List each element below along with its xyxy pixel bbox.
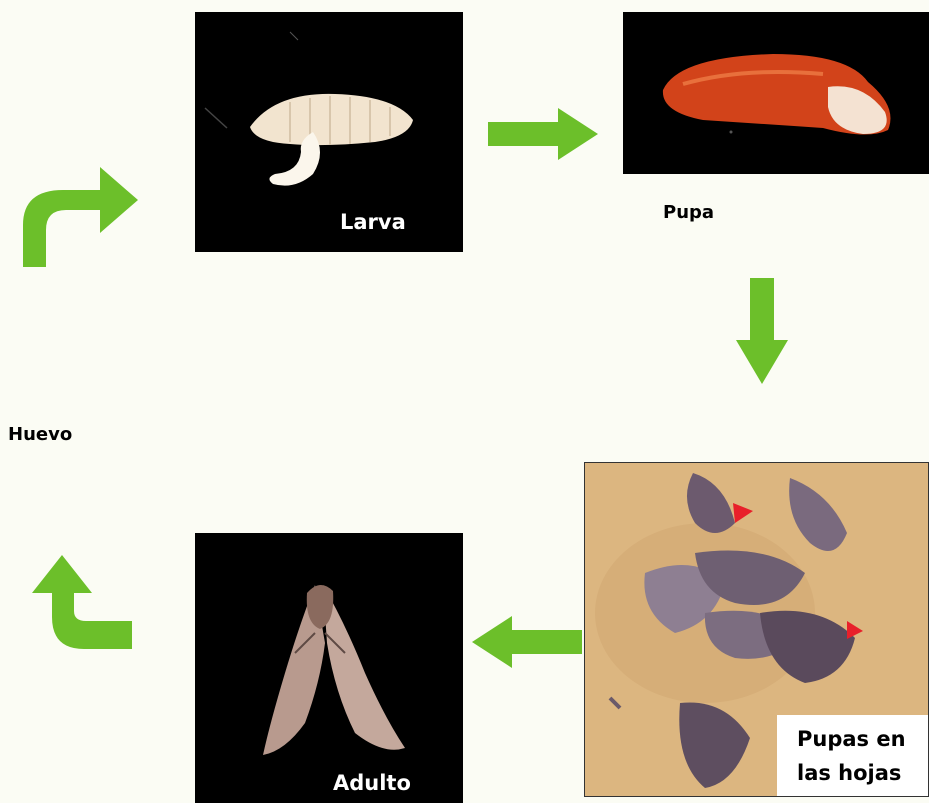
arrow-left-icon — [470, 616, 582, 668]
pupas-en-hojas-photo: Pupas en las hojas — [584, 462, 929, 797]
arrow-right-icon — [488, 108, 600, 160]
larva-label: Larva — [340, 210, 406, 234]
curved-arrow-up-left-icon — [24, 553, 136, 653]
adulto-label: Adulto — [333, 771, 411, 795]
arrow-down-icon — [736, 278, 788, 386]
pupas-en-hojas-label-line2: las hojas — [797, 761, 901, 785]
pupas-en-hojas-label-line1: Pupas en — [797, 727, 906, 751]
larva-photo: Larva — [195, 12, 463, 252]
huevo-label: Huevo — [8, 424, 72, 445]
pupa-label: Pupa — [663, 202, 714, 223]
curved-arrow-up-right-icon — [18, 155, 142, 271]
adulto-photo: Adulto — [195, 533, 463, 803]
pupa-photo — [623, 12, 929, 174]
